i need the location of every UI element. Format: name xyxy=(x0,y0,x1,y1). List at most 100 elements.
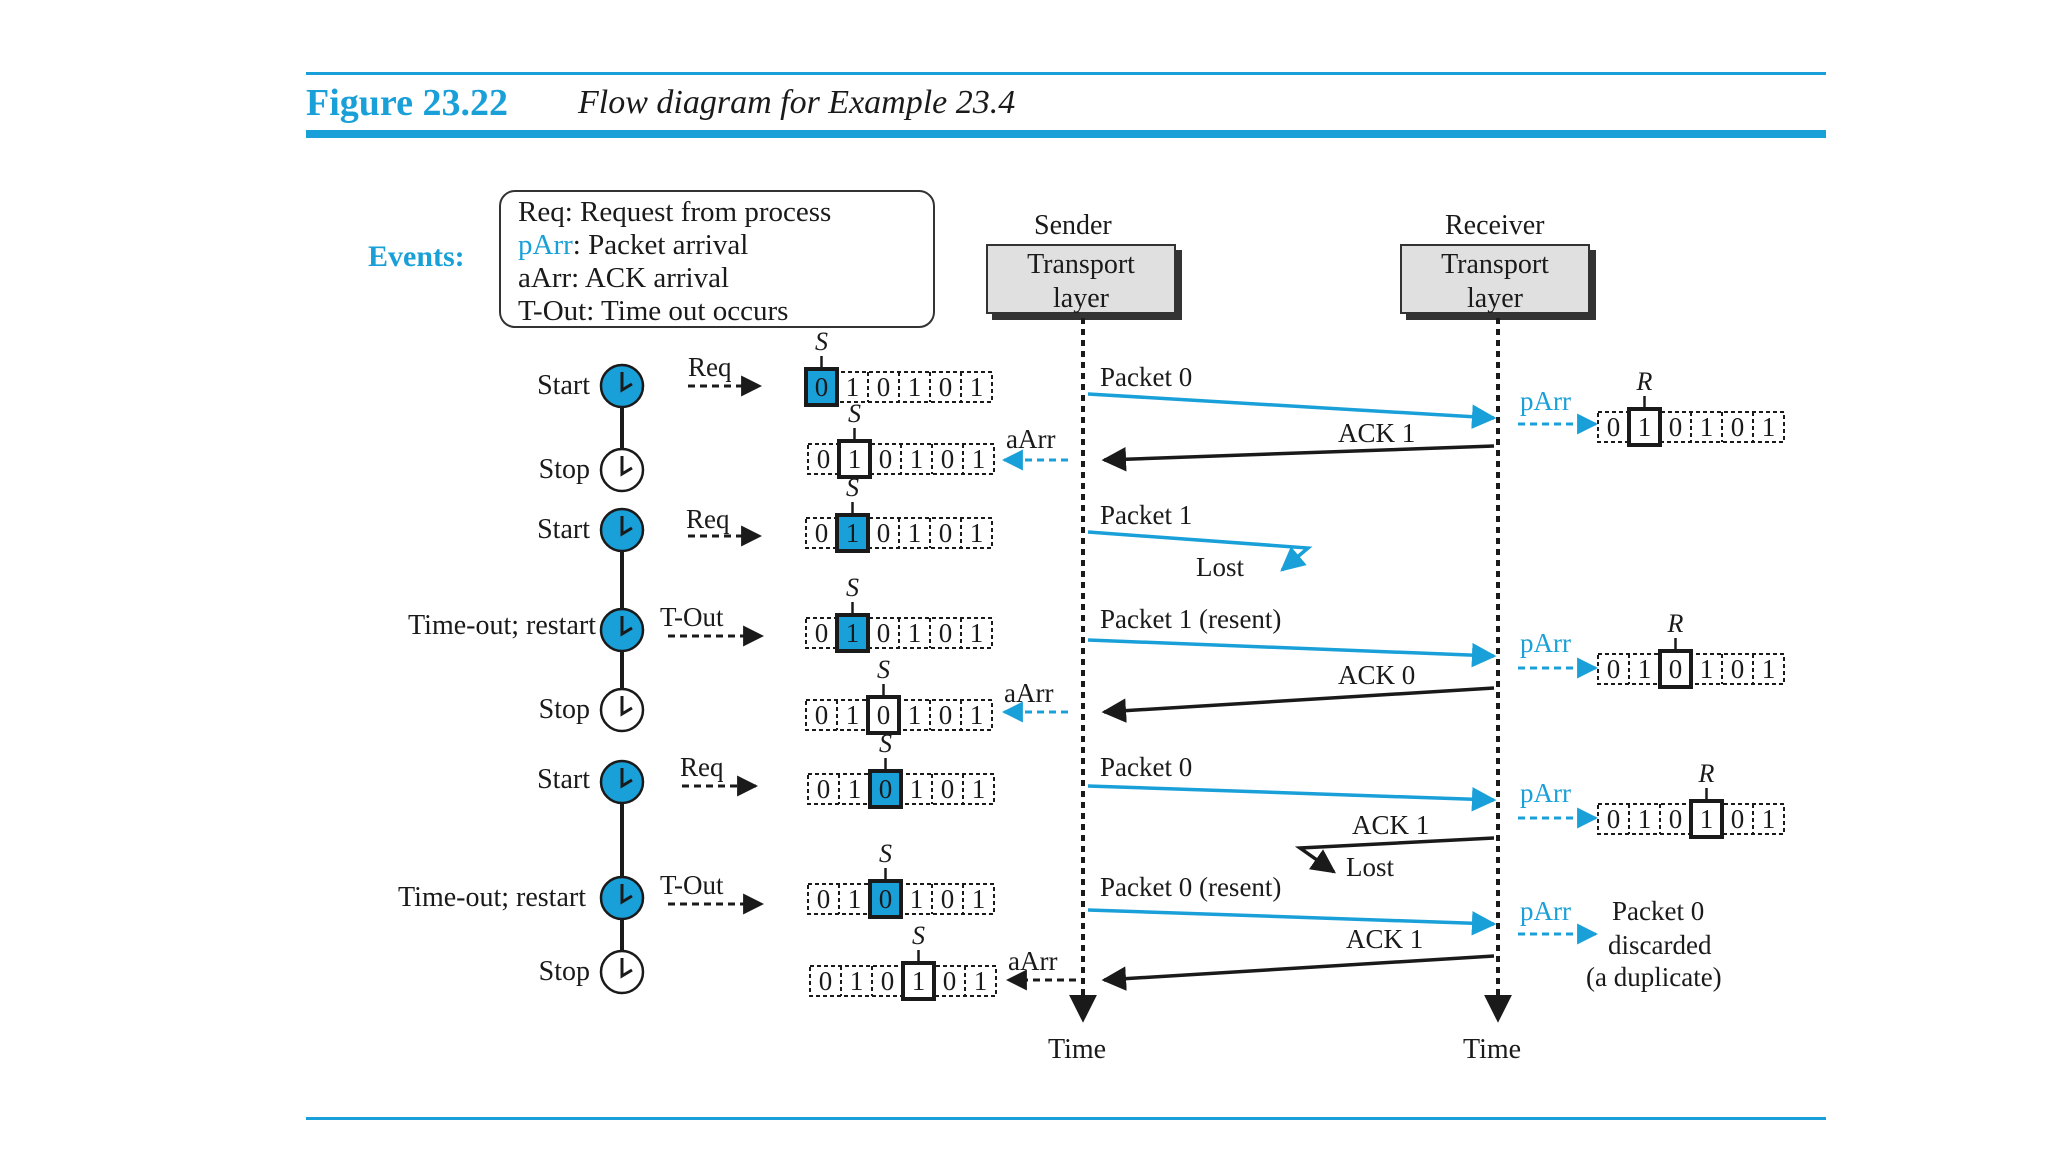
window-pointer-label: S xyxy=(877,655,890,684)
msg-label-packet0-b: Packet 0 xyxy=(1100,752,1193,782)
window-bit: 1 xyxy=(1700,654,1714,684)
window-bit: 0 xyxy=(1731,654,1745,684)
window-bit: 1 xyxy=(910,444,924,474)
msg-label-packet0: Packet 0 xyxy=(1100,362,1193,392)
window-pointer-label: S xyxy=(846,473,859,502)
window-bit: 0 xyxy=(1669,804,1683,834)
window-bit: 1 xyxy=(970,372,984,402)
msg-label-ack1-c: ACK 1 xyxy=(1346,924,1424,954)
receiver-event-parr-2: pArr xyxy=(1520,628,1571,658)
window-bit: 0 xyxy=(941,884,955,914)
window-bit: 0 xyxy=(877,618,891,648)
receiver-time-label: Time xyxy=(1463,1034,1522,1065)
timer-label-start-2: Start xyxy=(537,514,590,545)
window-bit: 1 xyxy=(1762,654,1776,684)
window-pointer-label: R xyxy=(1667,609,1684,638)
window-bit: 1 xyxy=(910,774,924,804)
window-bit: 0 xyxy=(1607,804,1621,834)
window-bit: 0 xyxy=(817,444,831,474)
msg-ack1 xyxy=(1101,444,1495,472)
window-bit: 1 xyxy=(912,966,926,996)
discard-note-line3: (a duplicate) xyxy=(1586,962,1722,992)
window-bit: 0 xyxy=(879,774,893,804)
figure-caption: Flow diagram for Example 23.4 xyxy=(578,84,1016,121)
window-bit: 0 xyxy=(1731,804,1745,834)
receiver-event-parr-1: pArr xyxy=(1520,386,1571,416)
window-bit: 1 xyxy=(974,966,988,996)
window-bit: 1 xyxy=(1638,804,1652,834)
window-bit: 1 xyxy=(850,966,864,996)
msg-label-packet0-resent: Packet 0 (resent) xyxy=(1100,872,1282,902)
timer-icon-start-3 xyxy=(599,759,645,805)
window-bit: 0 xyxy=(1607,412,1621,442)
msg-ack0 xyxy=(1101,686,1495,723)
msg-label-ack0: ACK 0 xyxy=(1338,660,1416,690)
window-bit: 1 xyxy=(972,884,986,914)
events-legend: Req: Request from process pArr: Packet a… xyxy=(499,190,935,328)
event-label-req-2: Req xyxy=(686,504,730,534)
window-bit: 0 xyxy=(1669,654,1683,684)
msg-packet0 xyxy=(1087,392,1497,429)
figure-number: Figure 23.22 xyxy=(306,82,508,124)
legend-item-req: Req: Request from process xyxy=(518,196,832,228)
timer-icon-stop-1 xyxy=(599,447,645,493)
event-label-tout-1: T-Out xyxy=(660,602,724,632)
legend-item-aarr: aArr: ACK arrival xyxy=(518,262,729,294)
window-bit: 0 xyxy=(1731,412,1745,442)
window-bit: 1 xyxy=(1700,412,1714,442)
timer-label-stop-3: Stop xyxy=(538,956,590,987)
timer-icon-stop-2 xyxy=(599,687,645,733)
timer-label-restart-1: Time-out; restart xyxy=(408,610,596,641)
window-bit: 0 xyxy=(941,774,955,804)
window-bit: 1 xyxy=(848,444,862,474)
window-bit: 0 xyxy=(879,884,893,914)
window-bit: 0 xyxy=(941,444,955,474)
window-bit: 1 xyxy=(972,444,986,474)
window-bit: 0 xyxy=(939,518,953,548)
event-label-aarr-2: aArr xyxy=(1004,678,1054,708)
window-bit: 0 xyxy=(817,774,831,804)
window-bit: 0 xyxy=(1607,654,1621,684)
window-bit: 0 xyxy=(815,618,829,648)
msg-label-ack1: ACK 1 xyxy=(1338,418,1416,448)
receiver-title: Receiver xyxy=(1445,210,1545,241)
window-bit: 0 xyxy=(815,372,829,402)
timer-label-restart-2: Time-out; restart xyxy=(398,882,586,913)
msg-label-lost-1: Lost xyxy=(1196,552,1245,582)
msg-label-ack1-b: ACK 1 xyxy=(1352,810,1430,840)
timer-icon-start-1 xyxy=(599,363,645,409)
window-bit: 0 xyxy=(877,518,891,548)
window-bit: 1 xyxy=(908,700,922,730)
msg-packet1-resent xyxy=(1087,638,1497,668)
timer-icon-start-2 xyxy=(599,507,645,553)
sender-time-label: Time xyxy=(1048,1034,1107,1065)
msg-label-packet1-resent: Packet 1 (resent) xyxy=(1100,604,1282,634)
discard-note-line1: Packet 0 xyxy=(1612,896,1705,926)
window-bit: 1 xyxy=(846,618,860,648)
msg-label-packet1: Packet 1 xyxy=(1100,500,1193,530)
timer-icon-restart-2 xyxy=(599,875,645,921)
timer-label-start-1: Start xyxy=(537,370,590,401)
timer-label-stop-2: Stop xyxy=(538,694,590,725)
window-pointer-label: S xyxy=(879,839,892,868)
window-pointer-label: R xyxy=(1698,759,1715,788)
events-label: Events: xyxy=(368,240,465,273)
msg-ack1-c xyxy=(1101,954,1495,991)
timer-label-stop-1: Stop xyxy=(538,454,590,485)
window-bit: 1 xyxy=(848,884,862,914)
msg-label-lost-2: Lost xyxy=(1346,852,1395,882)
event-label-tout-2: T-Out xyxy=(660,870,724,900)
window-bit: 0 xyxy=(939,700,953,730)
window-bit: 1 xyxy=(846,518,860,548)
window-bit: 0 xyxy=(815,700,829,730)
window-pointer-label: S xyxy=(848,399,861,428)
